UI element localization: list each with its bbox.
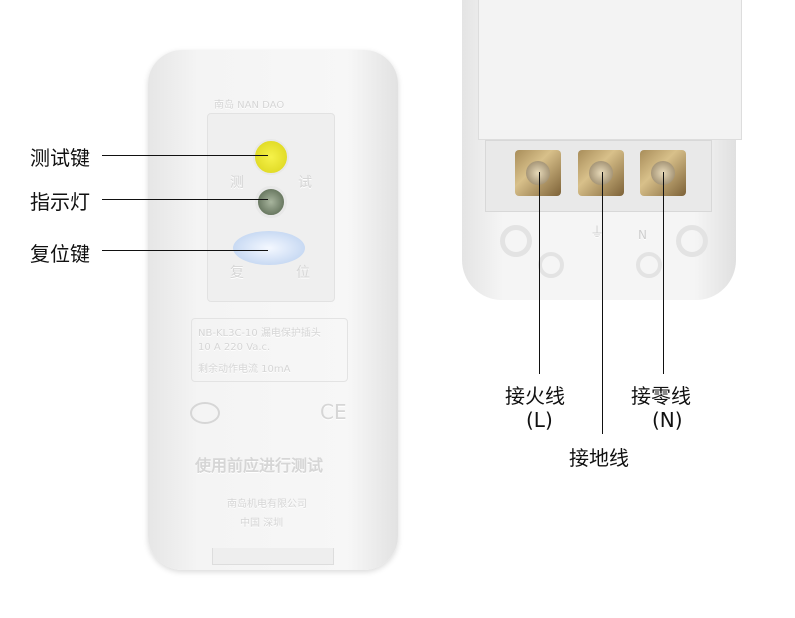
ccc-logo xyxy=(190,402,220,424)
callout-line xyxy=(663,172,664,374)
callout-line xyxy=(602,172,603,434)
spec-line: 10 A 220 Va.c. xyxy=(198,342,271,353)
reset-button[interactable] xyxy=(233,231,305,265)
spec-line: 剩余动作电流 10mA xyxy=(198,364,291,375)
mount-hole xyxy=(636,252,662,278)
test-button[interactable] xyxy=(253,139,289,175)
spec-plate xyxy=(191,318,348,382)
earth-mark: ⏚ xyxy=(590,225,604,241)
plug-tab xyxy=(212,548,334,565)
spec-line: NB-KL3C-10 漏电保护插头 xyxy=(198,328,321,339)
callout-neutral-sub: (N) xyxy=(652,408,683,432)
callout-live: 接火线 xyxy=(505,384,565,408)
indicator-light xyxy=(255,186,287,218)
n-mark: N xyxy=(638,228,647,242)
mount-hole xyxy=(500,225,532,257)
screw-earth xyxy=(578,150,624,196)
screw-live xyxy=(515,150,561,196)
callout-reset-button: 复位键 xyxy=(30,242,90,266)
notice-text: 使用前应进行测试 xyxy=(195,456,324,475)
test-char-1: 测 xyxy=(230,175,244,191)
mount-hole xyxy=(538,252,564,278)
callout-line xyxy=(102,155,268,156)
ce-mark: CE xyxy=(320,400,347,424)
callout-test-button: 测试键 xyxy=(30,146,90,170)
callout-line xyxy=(102,199,268,200)
callout-neutral: 接零线 xyxy=(631,384,691,408)
test-char-2: 试 xyxy=(298,175,312,191)
reset-char-1: 复 xyxy=(230,265,244,281)
callout-indicator: 指示灯 xyxy=(30,190,90,214)
terminal-cover xyxy=(478,0,742,140)
origin-text: 中国 深圳 xyxy=(240,518,284,529)
callout-earth: 接地线 xyxy=(569,446,629,470)
maker-text: 南岛机电有限公司 xyxy=(227,499,307,510)
mount-hole xyxy=(676,225,708,257)
brand-text: 南岛 NAN DAO xyxy=(214,100,285,111)
reset-char-2: 位 xyxy=(296,265,310,281)
callout-live-sub: (L) xyxy=(526,408,553,432)
callout-line xyxy=(102,250,268,251)
callout-line xyxy=(539,172,540,374)
